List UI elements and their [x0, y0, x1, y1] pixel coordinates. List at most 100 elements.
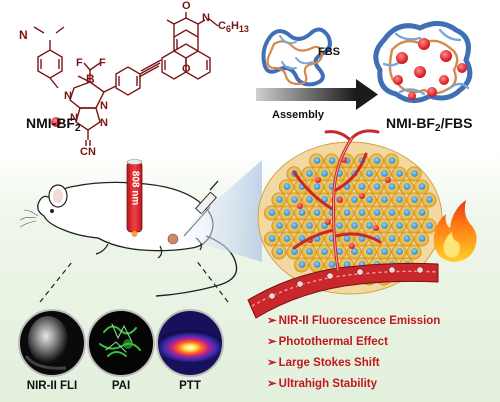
cell-nucleus: [351, 196, 358, 203]
tumor-vasculature-inner: [333, 137, 353, 271]
cell-nucleus: [343, 209, 351, 216]
vessel-particle: [388, 266, 396, 274]
bullet-arrow-icon: ➢: [267, 357, 277, 369]
cell-nucleus: [268, 209, 276, 216]
product-name-sub: 2: [435, 123, 441, 134]
cell-nucleus: [388, 209, 396, 216]
laser-808: [126, 159, 143, 237]
pai-image: [87, 309, 155, 377]
cell-nucleus: [291, 196, 298, 203]
nanoparticle: [315, 177, 321, 183]
atom-n-ring2: N: [100, 117, 108, 129]
cell-nucleus: [418, 209, 426, 216]
alkyl-c: C: [218, 20, 226, 32]
alkyl-h: H: [230, 20, 239, 32]
cell-nucleus: [403, 235, 411, 242]
cell-nucleus: [366, 170, 373, 177]
atom-n-amine: N: [19, 28, 28, 42]
feature-text: Ultrahigh Stability: [278, 378, 378, 390]
cell-nucleus: [396, 196, 403, 203]
atom-n-ring1: N: [70, 112, 78, 124]
cell-nucleus: [388, 183, 396, 190]
cell-nucleus: [403, 183, 411, 190]
imaging-label-pai: PAI: [111, 380, 131, 392]
nir-ii-fli-image: [18, 309, 86, 377]
cell-nucleus: [291, 248, 298, 255]
product-name: NMI-BF2/FBS: [386, 115, 472, 134]
bullet-arrow-icon: ➢: [267, 336, 277, 348]
cell-nucleus: [313, 261, 321, 268]
vessel-particle: [296, 280, 304, 288]
feature-item: ➢NIR-II Fluorescence Emission: [267, 313, 440, 327]
vessel-particle: [356, 268, 364, 276]
cell-nucleus: [306, 248, 313, 255]
cell-nucleus: [283, 183, 291, 190]
cell-nucleus: [381, 222, 388, 229]
cell-nucleus: [343, 261, 351, 268]
imaging-guide-lines: [39, 259, 229, 303]
cell-nucleus: [283, 209, 291, 216]
cell-nucleus: [343, 235, 351, 242]
cell-nucleus: [366, 222, 373, 229]
tumor-cells: [263, 153, 437, 286]
feature-text: Photothermal Effect: [278, 336, 388, 348]
bullet-arrow-icon: ➢: [267, 315, 277, 327]
nanoparticle: [385, 177, 391, 183]
feature-text: Large Stokes Shift: [278, 357, 380, 369]
cell-nucleus: [306, 196, 313, 203]
molecule-name-sub: 2: [75, 123, 81, 134]
cell-nucleus: [366, 196, 373, 203]
cell-nucleus: [366, 248, 373, 255]
laser-wavelength: 808 nm: [129, 170, 140, 206]
assembly-arrow: [256, 79, 378, 110]
feature-text: NIR-II Fluorescence Emission: [278, 315, 441, 327]
cell-nucleus: [328, 261, 336, 268]
cell-nucleus: [373, 209, 381, 216]
vessel-nanoparticles: [268, 266, 424, 300]
flame-icon: [433, 200, 477, 262]
bullet-arrow-icon: ➢: [267, 378, 277, 390]
cell-nucleus: [276, 248, 283, 255]
cell-nucleus: [411, 170, 418, 177]
nanoparticle: [297, 203, 303, 209]
cell-nucleus: [268, 235, 276, 242]
cell-nucleus: [426, 222, 433, 229]
cell-nucleus: [306, 170, 313, 177]
cell-nucleus: [396, 248, 403, 255]
cell-nucleus: [381, 170, 388, 177]
cell-nucleus: [358, 183, 366, 190]
cell-nucleus: [328, 157, 336, 164]
cell-nucleus: [358, 209, 366, 216]
atom-f2: F: [99, 57, 106, 69]
nanoparticle: [373, 225, 379, 231]
laser-label: 808 nm: [127, 168, 142, 208]
cell-nucleus: [411, 248, 418, 255]
vessel-particle: [326, 272, 334, 280]
fbs-label: FBS: [318, 46, 340, 58]
vessel-particle: [416, 266, 424, 274]
alkyl-h-count: 13: [238, 24, 249, 34]
cell-nucleus: [411, 196, 418, 203]
cell-nucleus: [321, 248, 328, 255]
cell-nucleus: [373, 157, 381, 164]
cell-nucleus: [426, 196, 433, 203]
atom-b: B: [86, 72, 95, 86]
feature-item: ➢Photothermal Effect: [267, 334, 388, 348]
molecule-name: NMI-BF2: [26, 115, 81, 134]
cell-nucleus: [306, 222, 313, 229]
cell-nucleus: [418, 235, 426, 242]
cell-nucleus: [381, 196, 388, 203]
atom-n-left: N: [64, 90, 72, 102]
nmi-bf2-dot: [51, 117, 61, 127]
cell-nucleus: [298, 261, 306, 268]
nanoparticle: [325, 219, 331, 225]
nanoparticle: [359, 193, 365, 199]
nanoparticle: [349, 243, 355, 249]
cell-nucleus: [298, 209, 306, 216]
magnification-cone: [176, 160, 262, 262]
alkyl-chain: C6H13: [218, 20, 249, 34]
cell-nucleus: [396, 222, 403, 229]
molecule-name-main: NMI-BF: [26, 115, 75, 131]
cell-nucleus: [351, 248, 358, 255]
